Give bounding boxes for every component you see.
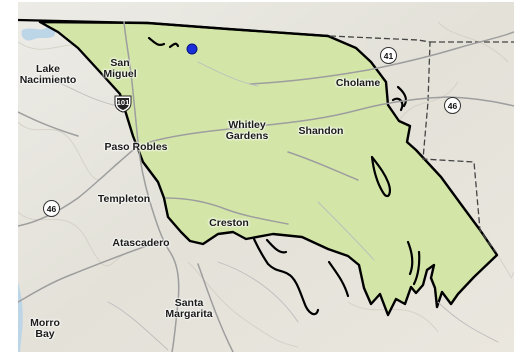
label-atascadero: Atascadero <box>112 237 170 249</box>
minor-roads <box>57 61 499 351</box>
location-marker[interactable] <box>186 43 198 55</box>
sr-46-east-shield: 46 <box>444 97 461 114</box>
top-boundary-line <box>18 18 329 38</box>
label-san-miguel: San Miguel <box>103 57 137 80</box>
label-templeton: Templeton <box>97 193 151 205</box>
us-101-shield: 101 <box>114 94 132 113</box>
label-cholame: Cholame <box>335 77 381 89</box>
label-whitley-gardens: Whitley Gardens <box>225 119 269 142</box>
label-santa-margarita: Santa Margarita <box>165 297 213 320</box>
map-view[interactable]: Lake Nacimiento San Miguel Cholame Whitl… <box>18 2 514 352</box>
lake-nacimiento-water <box>21 26 56 41</box>
county-boundary <box>329 35 497 253</box>
sr-46-west-shield: 46 <box>43 200 60 217</box>
roads <box>18 21 514 352</box>
label-paso-robles: Paso Robles <box>104 141 168 153</box>
label-morro-bay: Morro Bay <box>30 317 60 340</box>
map-canvas <box>18 2 514 352</box>
us-101-label: 101 <box>116 98 130 107</box>
sr-41-shield: 41 <box>380 47 397 64</box>
us-shield-icon <box>114 95 132 113</box>
district-area <box>38 20 499 317</box>
label-lake-nacimiento: Lake Nacimiento <box>19 63 77 86</box>
label-creston: Creston <box>209 217 249 229</box>
label-shandon: Shandon <box>298 125 344 137</box>
